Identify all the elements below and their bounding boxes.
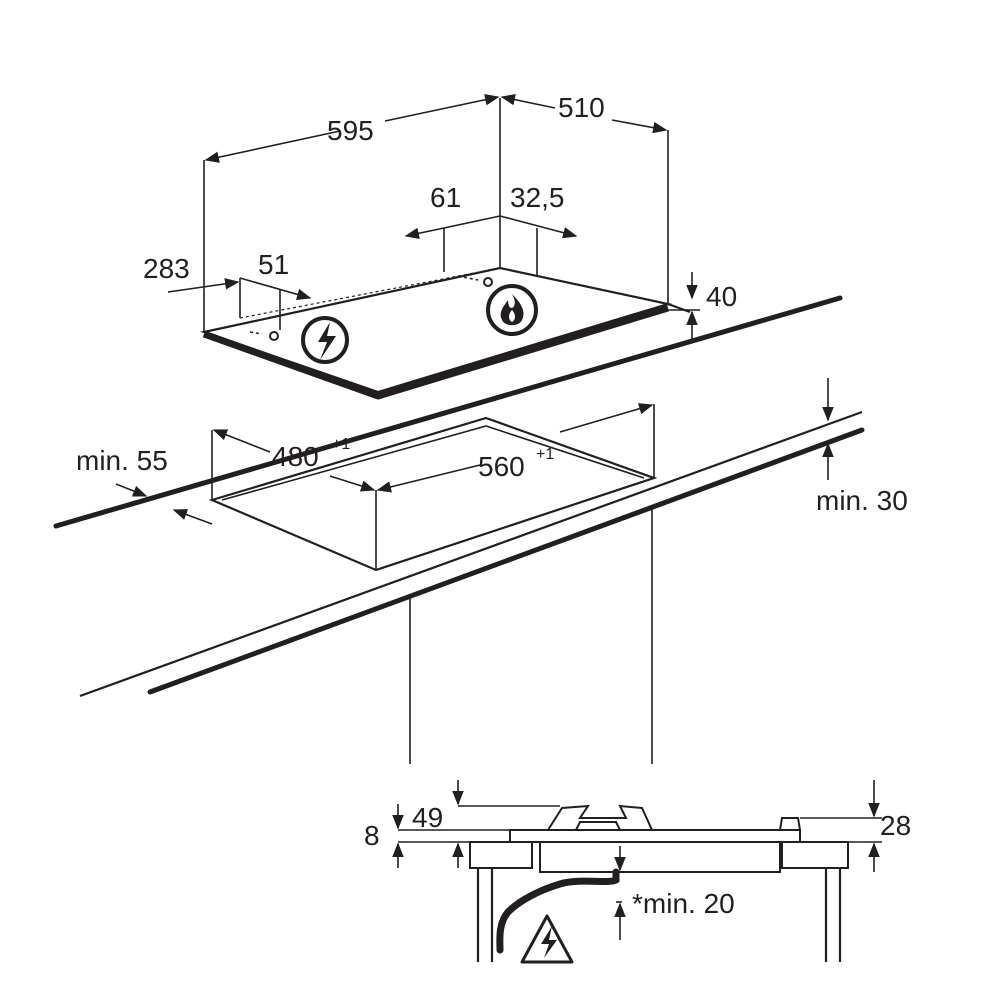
worktop-cutout: 480 +1 560 +1 min. 55 min. 30 — [53, 295, 908, 764]
dim-61-line-a — [404, 227, 445, 239]
cutout-inner-edge — [221, 425, 645, 501]
dim-283-label: 283 — [143, 253, 190, 284]
dim-49-label: 49 — [412, 802, 443, 833]
electric-warning-icon — [301, 316, 349, 364]
worktop-front-edge-thick — [147, 427, 865, 695]
dim-595-label: 595 — [327, 115, 374, 146]
dim-32-5-label: 32,5 — [510, 182, 565, 213]
dim-595-line-a — [204, 130, 341, 163]
dim-560-line-a — [376, 464, 481, 493]
section-burner-cap — [574, 821, 622, 831]
section-worktop-left — [469, 841, 533, 869]
gas-flame-icon — [486, 284, 538, 336]
section-knob — [778, 817, 802, 831]
dim-28-label: 28 — [880, 810, 911, 841]
connection-point-gas — [483, 277, 493, 287]
dim-8-label: 8 — [364, 820, 380, 851]
dim-51-line — [239, 277, 312, 300]
section-hob-plate — [509, 829, 801, 843]
dim-32-5-line — [499, 215, 578, 239]
dim-480-line-b — [329, 475, 376, 492]
dim-560-line-b — [559, 403, 654, 433]
dim-40-label: 40 — [706, 281, 737, 312]
dim-283-line — [167, 278, 240, 293]
dim-480-label: 480 — [272, 441, 319, 472]
dim-61-line-b — [443, 215, 501, 229]
dim-min20-label: *min. 20 — [632, 888, 735, 919]
section-burner — [546, 804, 654, 831]
hob-top-view: 595 510 283 51 61 32,5 40 — [143, 92, 737, 400]
dim-480-line-a — [212, 429, 271, 453]
hob-rear-dashed — [239, 267, 501, 319]
worktop-rear-edge — [53, 295, 843, 529]
dim-min-55-arrow-b — [172, 509, 213, 525]
dim-510-label: 510 — [558, 92, 605, 123]
connection-dash-electric — [249, 331, 263, 335]
dim-595-line-b — [384, 94, 500, 122]
worktop-front-edge-thin — [79, 410, 863, 698]
section-view: 8 49 28 *min. 20 — [364, 780, 911, 964]
dim-480-tolerance: +1 — [332, 436, 350, 453]
dim-51-label: 51 — [258, 249, 289, 280]
dim-min-55-label: min. 55 — [76, 445, 168, 476]
electric-warning-triangle-icon — [520, 914, 574, 964]
dim-510-line-b — [611, 119, 668, 134]
hob-front-edge — [202, 304, 670, 400]
dim-61-label: 61 — [430, 182, 461, 213]
section-worktop-right — [781, 841, 849, 869]
dim-min-55-arrow-a — [115, 483, 148, 497]
dim-510-line-a — [500, 93, 556, 109]
dim-560-tolerance: +1 — [536, 446, 554, 463]
dim-min-30-label: min. 30 — [816, 485, 908, 516]
connection-point-electric — [269, 331, 279, 341]
dim-560-label: 560 — [478, 451, 525, 482]
section-cable — [496, 868, 620, 954]
section-hob-body — [539, 841, 781, 873]
